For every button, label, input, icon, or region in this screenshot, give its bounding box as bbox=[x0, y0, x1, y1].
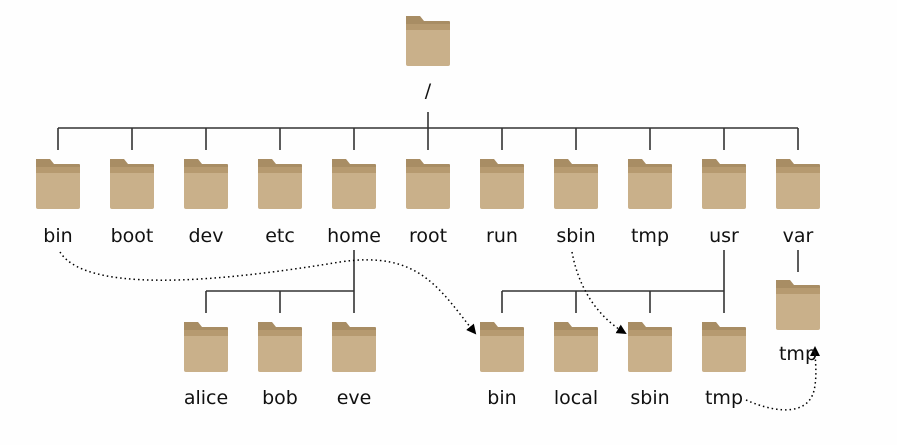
folder-label-tmp: tmp bbox=[630, 225, 670, 247]
folder-icon bbox=[553, 155, 599, 209]
folder-icon bbox=[183, 155, 229, 209]
folder-label-usr-local: local bbox=[553, 387, 599, 409]
folder-icon bbox=[35, 155, 81, 209]
folder-label-dev: dev bbox=[188, 225, 224, 247]
folder-icon bbox=[775, 155, 821, 209]
folder-icon bbox=[701, 318, 747, 372]
folder-label-bob: bob bbox=[262, 387, 298, 409]
folder-label-root: / bbox=[424, 80, 432, 102]
folder-icon bbox=[257, 318, 303, 372]
folder-icon bbox=[479, 155, 525, 209]
folder-label-usr-tmp: tmp bbox=[704, 387, 744, 409]
folder-icon bbox=[553, 318, 599, 372]
folder-label-var: var bbox=[782, 225, 814, 247]
folder-icon bbox=[627, 318, 673, 372]
folder-label-usr-sbin: sbin bbox=[630, 387, 670, 409]
folder-label-run: run bbox=[486, 225, 518, 247]
folder-icon bbox=[701, 155, 747, 209]
folder-label-usr: usr bbox=[709, 225, 739, 247]
folder-label-var-tmp: tmp bbox=[778, 343, 818, 365]
folder-icon bbox=[627, 155, 673, 209]
folder-label-home: home bbox=[327, 225, 381, 247]
folder-icon bbox=[405, 155, 451, 209]
link-usr-tmp-to-var-tmp bbox=[745, 346, 821, 411]
folder-icon bbox=[331, 318, 377, 372]
folder-label-eve: eve bbox=[336, 387, 372, 409]
folder-icon bbox=[183, 318, 229, 372]
folder-icon bbox=[405, 12, 451, 66]
folder-label-sbin: sbin bbox=[556, 225, 596, 247]
folder-icon bbox=[331, 155, 377, 209]
link-sbin-to-usr-sbin bbox=[571, 251, 627, 335]
folder-label-root-dir: root bbox=[408, 225, 448, 247]
folder-icon bbox=[775, 276, 821, 330]
folder-label-bin: bin bbox=[43, 225, 73, 247]
folder-label-alice: alice bbox=[183, 387, 229, 409]
folder-label-boot: boot bbox=[110, 225, 154, 247]
folder-icon bbox=[479, 318, 525, 372]
folder-label-usr-bin: bin bbox=[487, 387, 517, 409]
link-bin-to-usr-bin bbox=[59, 251, 477, 335]
folder-icon bbox=[257, 155, 303, 209]
folder-icon bbox=[109, 155, 155, 209]
folder-label-etc: etc bbox=[265, 225, 295, 247]
